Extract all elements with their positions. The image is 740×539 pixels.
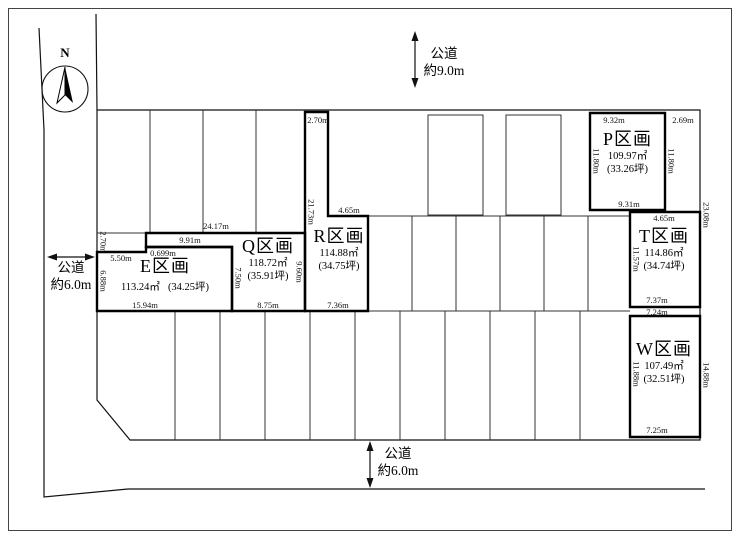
dim-q-top: 24.17m (203, 221, 229, 231)
plot-r-outline (303, 110, 370, 313)
dim-t-bottom: 7.37m (646, 295, 668, 305)
dim-w-right: 14.88m (701, 362, 712, 388)
dim-r-bottom: 7.36m (327, 300, 349, 310)
road-width-arrow-left (47, 253, 95, 261)
dim-e-top: 5.50m (110, 253, 132, 263)
plot-e-label: E区画 113.24㎡ (34.25坪) (120, 256, 210, 293)
dim-r-step: 4.65m (338, 205, 360, 215)
dim-t-right: 23.08m (701, 202, 712, 228)
plot-outlines (95, 110, 702, 439)
dim-p-top: 9.32m (603, 115, 625, 125)
dim-p-left: 11.80m (591, 148, 602, 174)
road-width-arrow-top (411, 31, 419, 88)
plot-w-outline (628, 314, 702, 439)
plot-t-label: T区画 114.86㎡ (34.74坪) (639, 226, 689, 273)
compass: N (37, 46, 93, 117)
north-label: N (60, 45, 70, 60)
plot-q-label: Q区画 118.72㎡ (35.91坪) (242, 236, 294, 283)
dim-e-bottom: 15.94m (132, 300, 158, 310)
dim-e-step: 0.699m (150, 248, 176, 258)
plot-t-outline (628, 210, 702, 309)
road-width-arrow-bottom (366, 441, 374, 488)
dim-p-right: 11.80m (666, 148, 677, 174)
plot-p-label: P区画 109.97㎡ (33.26坪) (602, 129, 652, 176)
dim-e-left-top: 2.70m (98, 231, 109, 253)
dim-e-left: 6.88m (98, 270, 109, 292)
dim-w-left: 11.88m (631, 361, 642, 387)
dim-w-top: 7.24m (646, 307, 668, 317)
plot-w-label: W区画 107.49㎡ (32.51坪) (636, 339, 692, 386)
road-label-top: 公道 約9.0m (423, 46, 465, 78)
building-outlines (427, 114, 562, 216)
dim-q-left: 7.50m (233, 267, 244, 289)
site-outline (96, 109, 701, 441)
dim-p-top-right: 2.69m (672, 115, 694, 125)
road-label-bottom: 公道 約6.0m (377, 446, 419, 478)
road-boundary-lines (38, 13, 705, 498)
dim-q-bottom: 8.75m (257, 300, 279, 310)
dim-t-top: 4.65m (653, 213, 675, 223)
dim-p-bottom: 9.31m (618, 199, 640, 209)
road-label-left: 公道 約6.0m (50, 260, 92, 292)
compass-rose-icon (41, 65, 89, 113)
dim-r-top: 2.70m (307, 115, 329, 125)
parking-strip-lines (97, 110, 630, 440)
dim-q-inner-top: 9.91m (179, 235, 201, 245)
image-border (8, 8, 732, 531)
plot-r-label: R区画 114.88㎡ (34.75坪) (313, 226, 365, 273)
dim-w-bottom: 7.25m (646, 425, 668, 435)
dim-r-left: 21.73m (306, 199, 317, 225)
dim-t-left: 11.57m (631, 246, 642, 272)
dim-q-right: 9.60m (294, 261, 305, 283)
plot-p-outline (588, 111, 667, 212)
